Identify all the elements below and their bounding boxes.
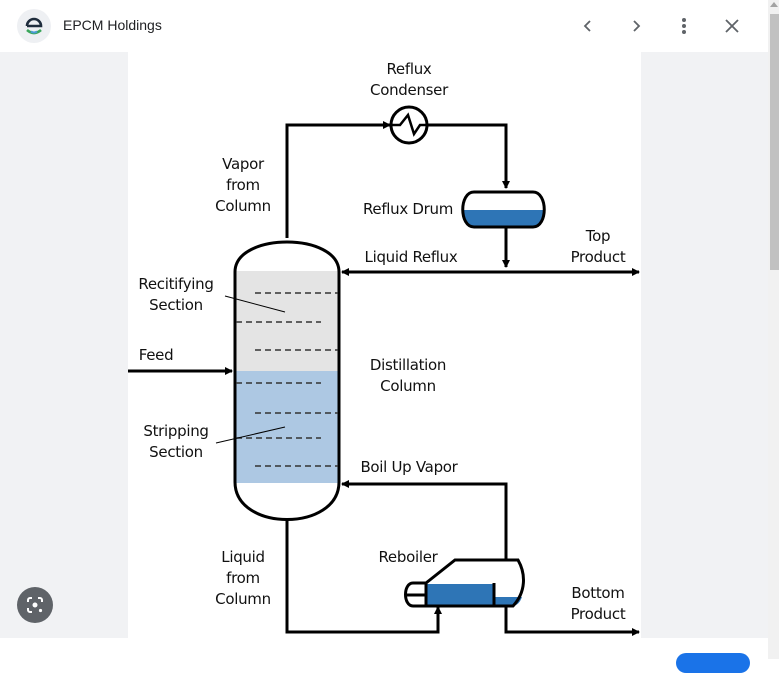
vapor-line [285,121,391,238]
close-icon [725,19,739,33]
chevron-left-icon [583,20,591,32]
label-distillation-column: Distillation Column [369,356,447,395]
scrollbar-thumb[interactable] [770,14,779,270]
next-button[interactable] [620,10,652,42]
label-feed: Feed [138,346,174,364]
label-rectifying-section: Recitifying Section [138,275,214,314]
more-options-button[interactable] [668,10,700,42]
stripping-leader [215,426,286,444]
rectifying-section-fill [235,271,339,371]
source-title[interactable]: EPCM Holdings [63,17,162,33]
label-stripping-section: Stripping Section [143,422,209,461]
chevron-right-icon [633,20,641,32]
label-reflux-drum: Reflux Drum [362,200,454,218]
liquid-from-column-line [285,518,442,634]
label-vapor-from-column: Vapor from Column [215,155,271,215]
bottom-action-button[interactable] [676,653,750,673]
previous-button[interactable] [572,10,604,42]
close-button[interactable] [716,10,748,42]
rectifying-leader [224,295,286,313]
epcm-logo-icon [17,9,51,43]
label-bottom-product: Bottom Product [570,584,626,623]
boil-up-vapor-line [341,480,508,560]
column-trays [236,292,338,467]
label-reboiler: Reboiler [378,548,438,566]
viewer-header: EPCM Holdings [0,0,768,52]
condenser-coil [391,112,427,137]
bottom-product-line [504,606,640,636]
stripping-section-fill [235,371,339,483]
google-lens-button[interactable] [17,587,53,623]
condenser-to-drum-line [427,123,510,189]
scrollbar-track[interactable] [768,0,779,659]
reflux-drum-liquid [462,210,545,227]
label-reflux-condenser: Reflux Condenser [370,60,448,99]
distillation-column-vessel [233,240,341,521]
label-top-product: Top Product [570,227,626,266]
scroll-up-arrow-icon[interactable] [770,2,778,7]
reboiler-liquid-main [426,584,493,606]
reboiler-head [404,581,426,608]
reflux-drum-vessel [461,190,546,229]
label-boil-up-vapor: Boil Up Vapor [360,458,458,476]
distillation-diagram: Reflux Condenser Vapor from Column Reflu… [128,52,641,638]
more-vert-icon [682,18,686,34]
label-liquid-from-column: Liquid from Column [215,548,271,608]
reboiler-vessel [424,558,525,608]
google-lens-icon [27,597,43,613]
label-liquid-reflux: Liquid Reflux [364,248,458,266]
